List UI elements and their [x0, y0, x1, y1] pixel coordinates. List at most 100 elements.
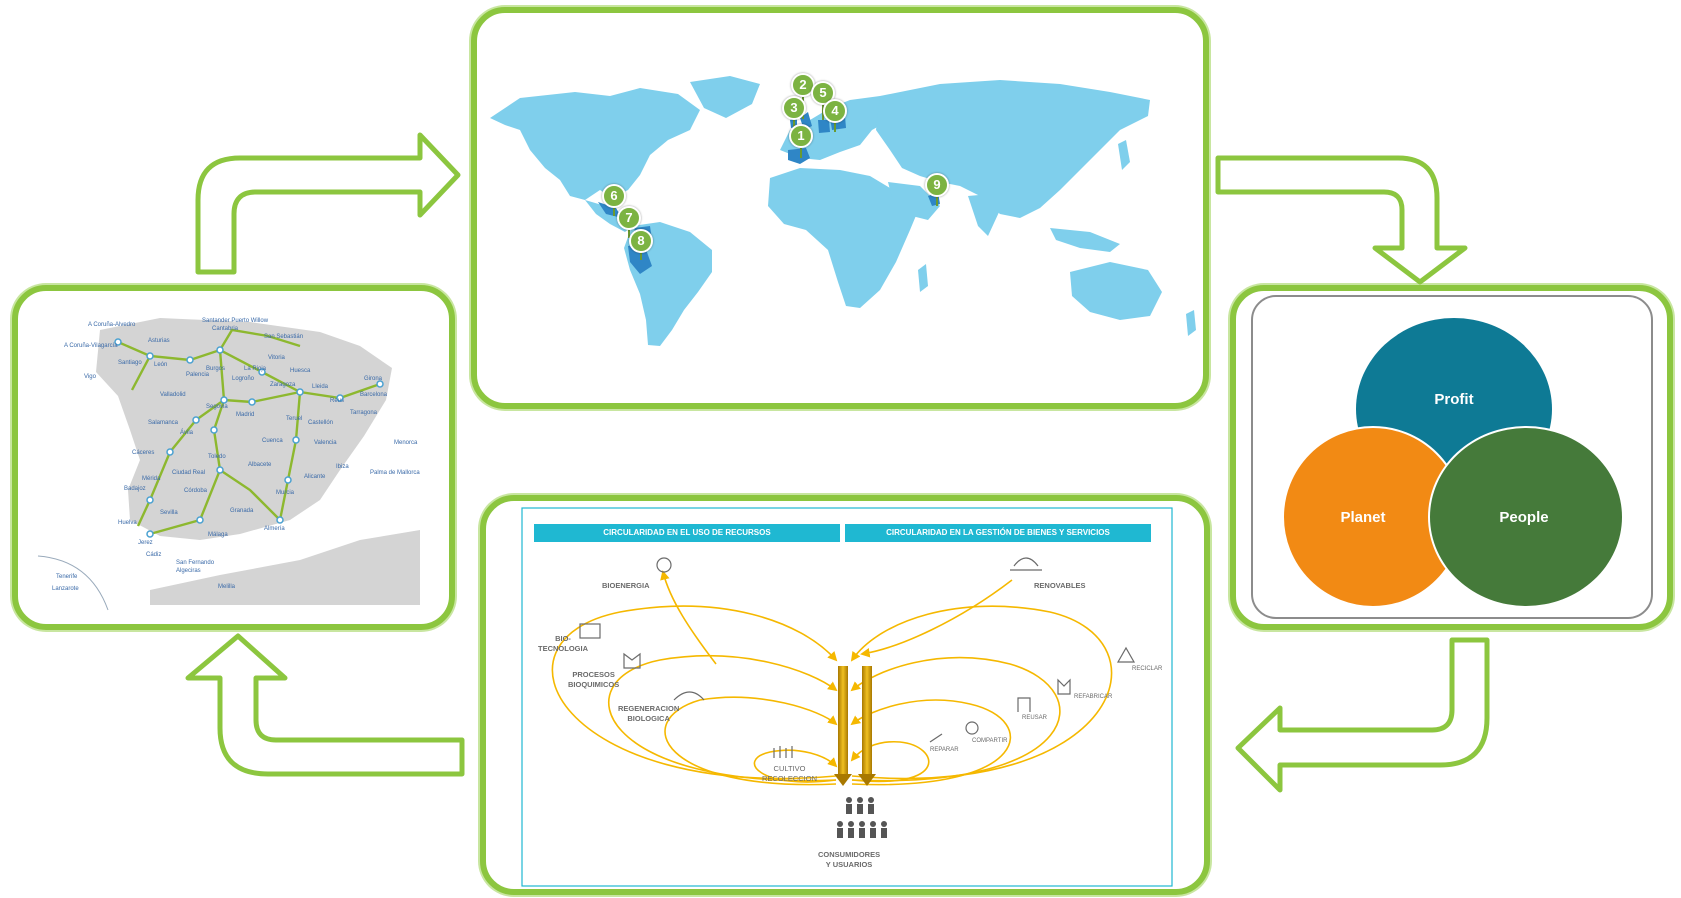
rail-nodes [114, 338, 384, 538]
repair-icon [929, 733, 943, 743]
label-bioenergia: BIOENERGIA [602, 581, 650, 590]
map-label: Cádiz [146, 552, 162, 558]
map-label: Salamanca [148, 420, 179, 426]
label-compartir: COMPARTIR [972, 738, 1008, 744]
refabricate-icon [1057, 678, 1071, 695]
map-label: Tarragona [350, 410, 378, 416]
map-label: Barcelona [360, 392, 388, 398]
arabia [888, 182, 940, 220]
southeast-asia-islands [1050, 228, 1120, 252]
sun-icon [1010, 557, 1042, 571]
map-label: Vitoria [268, 355, 285, 361]
map-pin[interactable]: 1 [789, 124, 813, 148]
map-label: Palencia [186, 372, 210, 378]
label-line: REGENERACION [618, 704, 680, 713]
world-map [490, 76, 1196, 346]
map-pin[interactable]: 9 [925, 173, 949, 197]
band-right: CIRCULARIDAD EN LA GESTIÓN DE BIENES Y S… [845, 524, 1151, 542]
regeneration-icon [673, 691, 705, 701]
map-label: Ciudad Real [172, 470, 206, 476]
map-label: Melilla [218, 584, 236, 590]
africa-coast [150, 530, 420, 605]
arrow-world-to-venn [1215, 155, 1468, 285]
map-label: Albacete [248, 462, 272, 468]
reuse-icon [1017, 697, 1031, 712]
arrow-circular-to-spain [185, 633, 465, 777]
label-reusar: REUSAR [1022, 715, 1048, 721]
map-label: San Fernando [176, 560, 215, 566]
map-label: Madrid [236, 412, 255, 418]
orbits [551, 570, 1113, 786]
mexico-highlight [598, 202, 622, 218]
map-label: Tenerife [56, 574, 78, 580]
map-label: Alicante [304, 474, 326, 480]
label-line: TECNOLOGIA [538, 644, 588, 653]
map-pin[interactable]: 7 [617, 206, 641, 230]
map-label: Santander Puerto Willow [202, 318, 269, 324]
greenland [690, 76, 760, 118]
map-label: Palma de Mallorca [370, 470, 420, 476]
asia [876, 80, 1150, 218]
label-line: PROCESOS [572, 670, 615, 679]
map-label: Mérida [142, 476, 161, 482]
map-label: Valladolid [160, 392, 186, 398]
people-circle: People [1428, 426, 1624, 608]
map-label: Murcia [276, 490, 295, 496]
map-label: La Rioja [244, 366, 267, 372]
people-label: People [1499, 508, 1549, 526]
label-line: BIOLOGICA [627, 714, 670, 723]
profit-label: Profit [1434, 390, 1474, 408]
map-label: Toledo [208, 454, 226, 460]
india [968, 194, 1000, 236]
gold-bars [834, 666, 876, 786]
map-label: Badajoz [124, 486, 146, 492]
japan [1118, 140, 1130, 170]
band-left: CIRCULARIDAD EN EL USO DE RECURSOS [534, 524, 840, 542]
map-label: Córdoba [184, 488, 208, 494]
label-line: BIO- [555, 634, 571, 643]
map-pin[interactable]: 6 [602, 184, 626, 208]
north-america [490, 88, 700, 200]
map-pin[interactable]: 3 [782, 96, 806, 120]
map-label: Granada [230, 508, 254, 514]
map-label: Reus [330, 398, 345, 404]
label-renovables: RENOVABLES [1034, 581, 1086, 590]
label-cultivo: CULTIVO RECOLECCION [762, 764, 817, 784]
map-label: Logroño [232, 376, 255, 382]
circular-icons [579, 557, 1136, 758]
map-label: Menorca [394, 440, 418, 446]
label-line: Y USUARIOS [825, 860, 873, 869]
label-refabricar: REFABRICAR [1074, 694, 1113, 700]
madagascar [918, 264, 928, 292]
arrow-venn-to-circular [1235, 637, 1490, 793]
map-label: Almería [264, 526, 285, 532]
spain-highlight [788, 148, 810, 164]
map-label: Algeciras [176, 568, 201, 574]
label-biotecnologia: BIO- TECNOLOGIA [538, 634, 588, 654]
people-icons [837, 797, 887, 838]
label-consumidores: CONSUMIDORES Y USUARIOS [818, 850, 880, 870]
spain-map [37, 318, 420, 611]
canary-inset-arc [37, 555, 109, 611]
map-label: Jerez [138, 540, 153, 546]
spain-landmass [96, 318, 392, 540]
label-reparar: REPARAR [930, 747, 959, 753]
map-label: Lleida [312, 384, 329, 390]
map-label: Lanzarote [52, 586, 79, 592]
map-label: Vigo [84, 374, 96, 380]
germany-highlight [818, 120, 830, 133]
map-pin[interactable]: 8 [629, 229, 653, 253]
map-label: Cáceres [132, 450, 155, 456]
australia [1070, 262, 1162, 320]
map-pin[interactable]: 4 [823, 99, 847, 123]
label-regeneracion: REGENERACION BIOLOGICA [618, 704, 679, 724]
map-label: Castellón [308, 420, 334, 426]
map-label: Ibiza [336, 464, 349, 470]
map-label: Segovia [206, 404, 228, 410]
factory-icon [623, 652, 641, 669]
map-label: Cantabria [212, 326, 239, 332]
planet-label: Planet [1340, 508, 1386, 526]
map-label: León [154, 362, 168, 368]
arrow-spain-to-world [195, 132, 461, 275]
bioenergy-icon [656, 557, 672, 573]
